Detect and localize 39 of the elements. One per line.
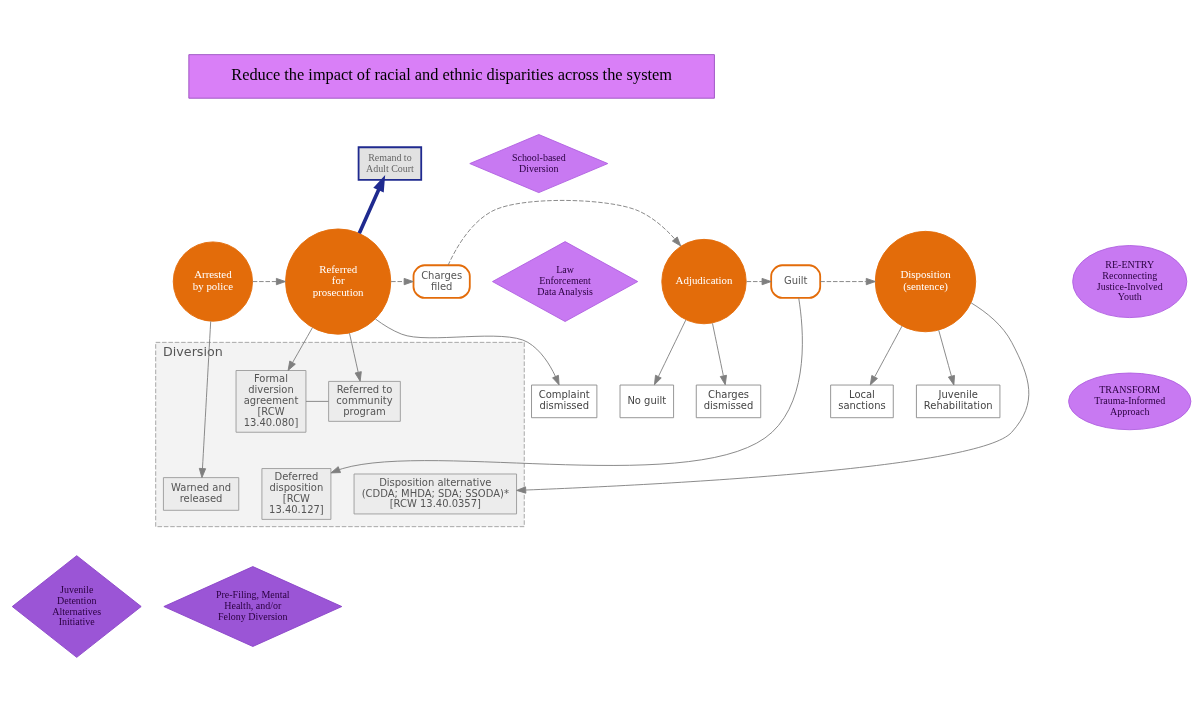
node-diamond: Law Enforcement Data Analysis [492, 241, 639, 322]
node-box: Local sanctions [830, 384, 894, 419]
arrow [374, 318, 560, 386]
node-box: Disposition alternative (CDDA; MHDA; SDA; SSODA)* [RCW 13.40.0357] [353, 473, 517, 515]
node-diamond: School-based Diversion [469, 134, 609, 194]
node-box: Juvenile Rehabilitation [915, 384, 1001, 419]
arrow [357, 175, 386, 234]
arrow [198, 320, 212, 479]
node-ellipse: RE-ENTRY Reconnecting Justice-Involved Youth [1072, 245, 1188, 319]
node-box: No guilt [619, 384, 675, 419]
node-box: Remand to Adult Court [357, 146, 423, 181]
arrow [653, 319, 687, 386]
arrow [869, 325, 903, 386]
node-diamond: Juvenile Detention Alternatives Initiative [11, 555, 142, 658]
node-circle: Referred for prosecution [285, 228, 392, 335]
node-ellipse: TRANSFORM Trauma-Informed Approach [1068, 372, 1192, 431]
node-circle: Disposition (sentence) [874, 230, 977, 333]
arrow [819, 277, 876, 286]
node-box: Formal diversion agreement [RCW 13.40.080] [235, 370, 307, 433]
node-box: Reduce the impact of racial and ethnic disparities across the system [188, 54, 715, 99]
arrow [287, 327, 313, 371]
arrow [712, 322, 727, 386]
arrow [252, 277, 286, 286]
arrow [516, 302, 1030, 494]
node-box: Deferred disposition [RCW 13.40.127] [261, 468, 332, 520]
connector [305, 400, 329, 402]
node-box: Warned and released [162, 477, 240, 511]
node-diamond: Pre-Filing, Mental Health, and/or Felony Diversion [163, 566, 343, 647]
arrow [390, 277, 414, 286]
node-box: Referred to community program [328, 380, 401, 422]
node-circle: Arrested by police [172, 241, 253, 322]
arrow [447, 199, 682, 266]
node-box: Charges filed [412, 264, 471, 299]
arrow [746, 277, 772, 286]
node-box: Guilt [770, 264, 822, 299]
node-box: Charges dismissed [695, 384, 762, 419]
arrow [349, 332, 362, 382]
arrow [938, 329, 955, 386]
node-box: Complaint dismissed [531, 384, 598, 419]
